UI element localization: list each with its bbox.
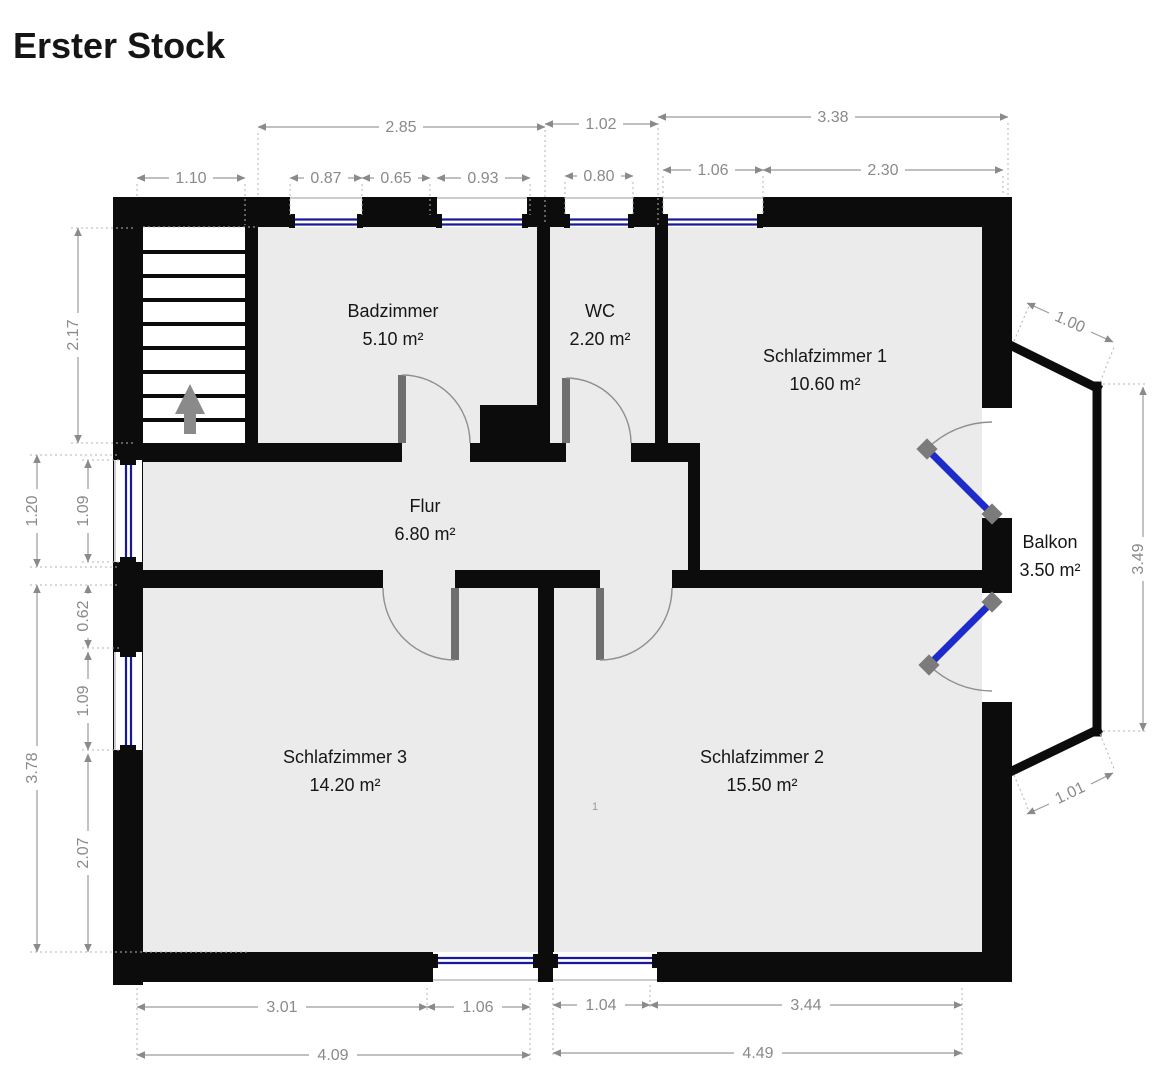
dimension: 1.09 (75, 459, 92, 563)
svg-text:1.02: 1.02 (585, 116, 616, 133)
dimension: 2.30 (762, 162, 1004, 179)
dimension: 0.80 (564, 168, 634, 185)
balcony-door-schlafzimmer-1 (916, 421, 1003, 525)
room-label-wc: WC 2.20 m² (569, 301, 630, 349)
windows (114, 197, 763, 982)
doors (382, 374, 673, 661)
dimension: 4.49 (552, 1045, 963, 1062)
dimension: 1.00 (1026, 302, 1114, 343)
svg-text:3.78: 3.78 (24, 752, 41, 783)
door-badzimmer (398, 374, 471, 444)
svg-text:2.85: 2.85 (385, 119, 416, 136)
door-schlafzimmer-2 (596, 587, 673, 661)
rooms-fill (143, 227, 982, 952)
window (662, 197, 763, 228)
svg-text:0.65: 0.65 (380, 170, 411, 187)
svg-text:Schlafzimmer 3: Schlafzimmer 3 (283, 747, 407, 767)
dimension: 2.07 (75, 753, 92, 953)
dimension: 0.93 (436, 170, 531, 187)
svg-text:14.20 m²: 14.20 m² (309, 775, 380, 795)
stairs-direction-arrow-icon (175, 384, 205, 434)
dimension: 2.17 (65, 227, 82, 444)
svg-text:0.62: 0.62 (75, 600, 92, 631)
dimension: 0.65 (361, 170, 431, 187)
svg-text:4.49: 4.49 (742, 1045, 773, 1062)
room-label-badzimmer: Badzimmer 5.10 m² (347, 301, 438, 349)
door-wc (562, 377, 632, 444)
svg-text:1.04: 1.04 (585, 997, 616, 1014)
svg-text:Balkon: Balkon (1022, 532, 1077, 552)
dimension: 0.87 (289, 170, 363, 187)
room-labels: Badzimmer 5.10 m² WC 2.20 m² Schlafzimme… (283, 301, 1081, 813)
svg-text:3.50 m²: 3.50 m² (1019, 560, 1080, 580)
interior-walls (113, 227, 982, 952)
dimension: 3.01 (136, 999, 428, 1016)
svg-text:2.17: 2.17 (65, 319, 82, 350)
page-title: Erster Stock (13, 25, 226, 66)
room-label-flur: Flur 6.80 m² (394, 496, 455, 544)
dimension: 4.09 (136, 1047, 531, 1064)
svg-text:2.20 m²: 2.20 m² (569, 329, 630, 349)
exterior-walls (113, 197, 1012, 985)
svg-text:3.38: 3.38 (817, 109, 848, 126)
stray-mark: 1 (592, 801, 598, 813)
dimension: 3.49 (1130, 386, 1147, 732)
dimension: 1.09 (75, 651, 92, 751)
room-label-schlafzimmer-1: Schlafzimmer 1 10.60 m² (763, 346, 887, 394)
svg-text:1.09: 1.09 (75, 495, 92, 526)
window (114, 459, 142, 563)
dimension: 0.62 (75, 584, 92, 649)
dimension: 1.02 (544, 116, 659, 133)
door-schlafzimmer-3 (382, 587, 459, 661)
svg-text:1.06: 1.06 (462, 999, 493, 1016)
room-label-schlafzimmer-3: Schlafzimmer 3 14.20 m² (283, 747, 407, 795)
svg-text:0.93: 0.93 (467, 170, 498, 187)
window (564, 197, 634, 228)
svg-text:1.00: 1.00 (1052, 308, 1087, 336)
room-label-balkon: Balkon 3.50 m² (1019, 532, 1080, 580)
svg-text:1.20: 1.20 (24, 495, 41, 526)
svg-text:3.49: 3.49 (1130, 543, 1147, 574)
dimension: 3.78 (24, 584, 41, 953)
svg-text:4.09: 4.09 (317, 1047, 348, 1064)
svg-text:2.30: 2.30 (867, 162, 898, 179)
svg-text:0.87: 0.87 (310, 170, 341, 187)
svg-text:2.07: 2.07 (75, 837, 92, 868)
svg-text:3.01: 3.01 (266, 999, 297, 1016)
window (552, 952, 658, 982)
window (432, 952, 539, 982)
svg-text:10.60 m²: 10.60 m² (789, 374, 860, 394)
svg-text:WC: WC (585, 301, 615, 321)
svg-text:1.01: 1.01 (1053, 779, 1089, 808)
svg-text:1.10: 1.10 (175, 170, 206, 187)
svg-text:Flur: Flur (410, 496, 441, 516)
dimension: 2.85 (257, 119, 546, 136)
dimension: 3.44 (649, 997, 963, 1014)
svg-text:1.09: 1.09 (75, 685, 92, 716)
svg-text:5.10 m²: 5.10 m² (362, 329, 423, 349)
dimension: 1.10 (136, 170, 246, 187)
staircase (143, 250, 245, 434)
balcony-door-schlafzimmer-2 (918, 591, 1003, 692)
svg-text:Schlafzimmer 2: Schlafzimmer 2 (700, 747, 824, 767)
window (114, 651, 142, 751)
window (436, 197, 528, 228)
dimension: 1.06 (426, 999, 531, 1016)
svg-text:Badzimmer: Badzimmer (347, 301, 438, 321)
room-label-schlafzimmer-2: Schlafzimmer 2 15.50 m² (700, 747, 824, 795)
svg-text:3.44: 3.44 (790, 997, 821, 1014)
dimension: 3.38 (657, 109, 1009, 126)
svg-text:0.80: 0.80 (583, 168, 614, 185)
svg-text:1.06: 1.06 (697, 162, 728, 179)
dimension: 1.06 (662, 162, 764, 179)
dimension: 1.20 (24, 454, 41, 568)
dimension: 1.04 (552, 997, 651, 1014)
balcony (916, 339, 1104, 778)
dimension: 1.01 (1026, 772, 1114, 815)
svg-text:15.50 m²: 15.50 m² (726, 775, 797, 795)
svg-text:Schlafzimmer 1: Schlafzimmer 1 (763, 346, 887, 366)
window (289, 197, 363, 228)
svg-text:6.80 m²: 6.80 m² (394, 524, 455, 544)
